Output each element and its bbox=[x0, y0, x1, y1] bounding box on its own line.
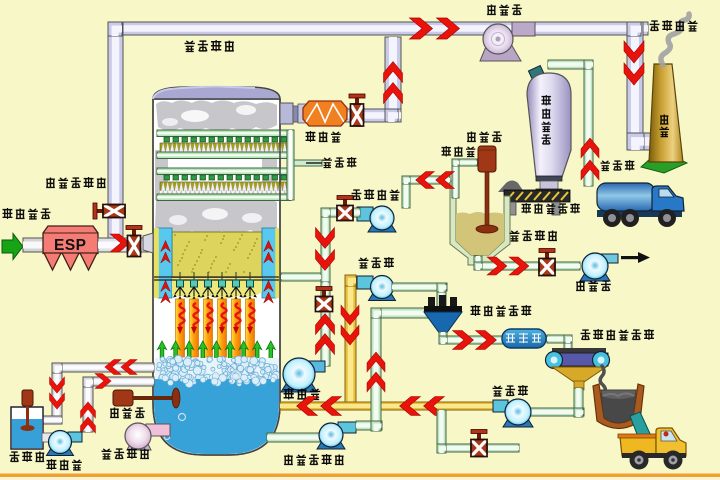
svg-text:ESP: ESP bbox=[54, 237, 87, 254]
